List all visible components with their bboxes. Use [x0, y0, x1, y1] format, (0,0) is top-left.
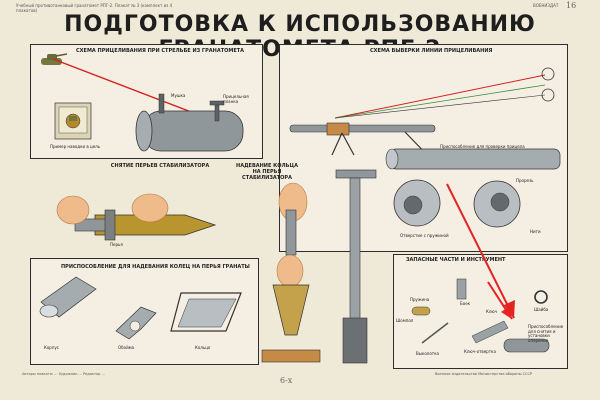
panel-aim-scheme-title: СХЕМА ПРИЦЕЛИВАНИЯ ПРИ СТРЕЛЬБЕ ИЗ ГРАНА…	[76, 48, 245, 54]
label-body: Корпус	[44, 345, 60, 350]
label-rod: Шомпол	[396, 318, 414, 323]
panel-spares: ЗАПАСНЫЕ ЧАСТИ И ИНСТРУМЕНТ Шомпол Пружи…	[393, 254, 568, 369]
footer-left: Авторы плаката: ... Художник ... Редакто…	[22, 372, 105, 376]
footer-right: Военное издательство Министерства оборон…	[435, 372, 533, 376]
aim-line	[334, 74, 546, 119]
label-punch: Выколотка	[416, 351, 439, 356]
grenade-icon	[94, 214, 217, 236]
hand-icon	[131, 193, 169, 223]
label-spring-hole: Отверстие с пружиной	[400, 233, 449, 238]
label-ring: Кольцо	[195, 345, 211, 350]
line-scheme-illustration	[289, 67, 561, 228]
panel-aim-scheme: СХЕМА ПРИЦЕЛИВАНИЯ ПРИ СТРЕЛЬБЕ ИЗ ГРАНА…	[30, 44, 263, 159]
label-key-screwdriver: Ключ-отвертка	[464, 349, 496, 354]
label-front-sight: Мушка	[171, 93, 186, 98]
label-rear-sight: Прицельная планка	[223, 94, 249, 104]
label-threads: Нити	[530, 229, 541, 234]
label-spring: Пружина	[410, 297, 430, 302]
sight-picture-icon	[54, 102, 92, 140]
firing-pin-icon	[456, 278, 467, 300]
front-sight-icon	[158, 93, 165, 114]
arrow-icon	[446, 183, 515, 319]
label-device: Приспособление для проверки прицела	[440, 144, 525, 149]
top-left-note: Учебный противотанковый гранатомет РПГ-2…	[16, 3, 173, 13]
hand-icon	[56, 195, 90, 225]
label-firing-pin: Боек	[460, 301, 471, 306]
target-icon	[541, 88, 555, 102]
label-key: Ключ	[486, 309, 498, 314]
spares-illustration	[411, 278, 550, 353]
wrench-icon	[471, 320, 509, 344]
arrow-head-icon	[501, 306, 512, 319]
launcher-tube	[289, 124, 436, 133]
device-illustration	[39, 276, 242, 340]
ring-icon	[170, 292, 242, 332]
label-washer: Шайба	[534, 307, 549, 312]
aim-scheme-illustration	[41, 53, 244, 152]
label-sight-example: Пример наводки в цель	[50, 144, 101, 149]
panel-line-scheme-title: СХЕМА ВЫВЕРКИ ЛИНИИ ПРИЦЕЛИВАНИЯ	[370, 48, 493, 54]
label-fin-tool: Приспособление для снятия и установки оп…	[528, 324, 564, 343]
fin-tool-icon	[503, 338, 550, 353]
bottom-mark: 6-х	[280, 376, 293, 385]
ring-title: НАДЕВАНИЕ КОЛЬЦА НА ПЕРЬЯ СТАБИЛИЗАТОРА	[236, 163, 298, 181]
punch-icon	[421, 322, 449, 344]
spring-icon	[411, 306, 431, 316]
panel-spares-title: ЗАПАСНЫЕ ЧАСТИ И ИНСТРУМЕНТ	[406, 257, 506, 263]
label-slot: Прорезь	[516, 178, 534, 183]
panel-line-scheme: СХЕМА ВЫВЕРКИ ЛИНИИ ПРИЦЕЛИВАНИЯ Приспо	[279, 44, 568, 252]
top-right-note: ВОЕНИЗДАТ	[533, 3, 559, 8]
label-clip: Обойма	[118, 345, 135, 350]
label-fins: Перья	[110, 242, 123, 247]
panel-device: ПРИСПОСОБЛЕНИЕ ДЛЯ НАДЕВАНИЯ КОЛЕЦ НА ПЕ…	[30, 258, 259, 365]
target-icon	[541, 67, 555, 81]
grenade-icon	[272, 284, 310, 336]
corner-mark: 16	[566, 1, 577, 10]
washer-icon	[534, 290, 548, 304]
removal-title: СНЯТИЕ ПЕРЬЕВ СТАБИЛИЗАТОРА	[110, 163, 210, 169]
wooden-stand	[261, 349, 321, 363]
panel-device-title: ПРИСПОСОБЛЕНИЕ ДЛЯ НАДЕВАНИЯ КОЛЕЦ НА ПЕ…	[61, 264, 250, 270]
